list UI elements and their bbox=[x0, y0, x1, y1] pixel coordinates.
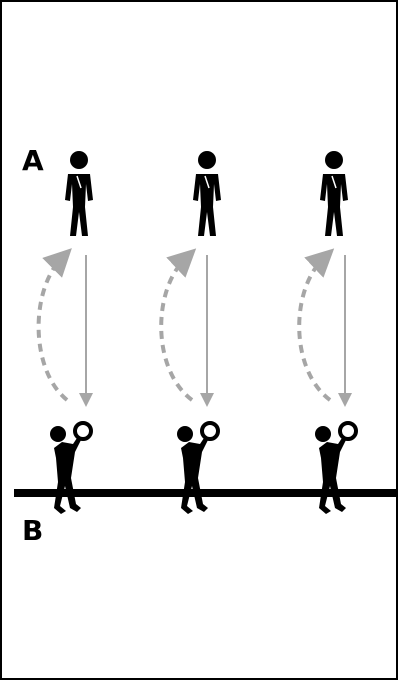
label-a: A bbox=[22, 144, 44, 177]
throwing-player-3 bbox=[315, 421, 358, 514]
throwing-player-2 bbox=[177, 421, 220, 514]
return-arrow-3 bbox=[297, 248, 335, 402]
throwing-player-1 bbox=[50, 421, 93, 514]
return-arrow-2 bbox=[159, 248, 197, 402]
standing-player-1 bbox=[65, 151, 93, 236]
label-b: B bbox=[22, 514, 43, 547]
return-arrow-1 bbox=[36, 248, 72, 402]
standing-player-2 bbox=[193, 151, 221, 236]
standing-player-3 bbox=[320, 151, 348, 236]
